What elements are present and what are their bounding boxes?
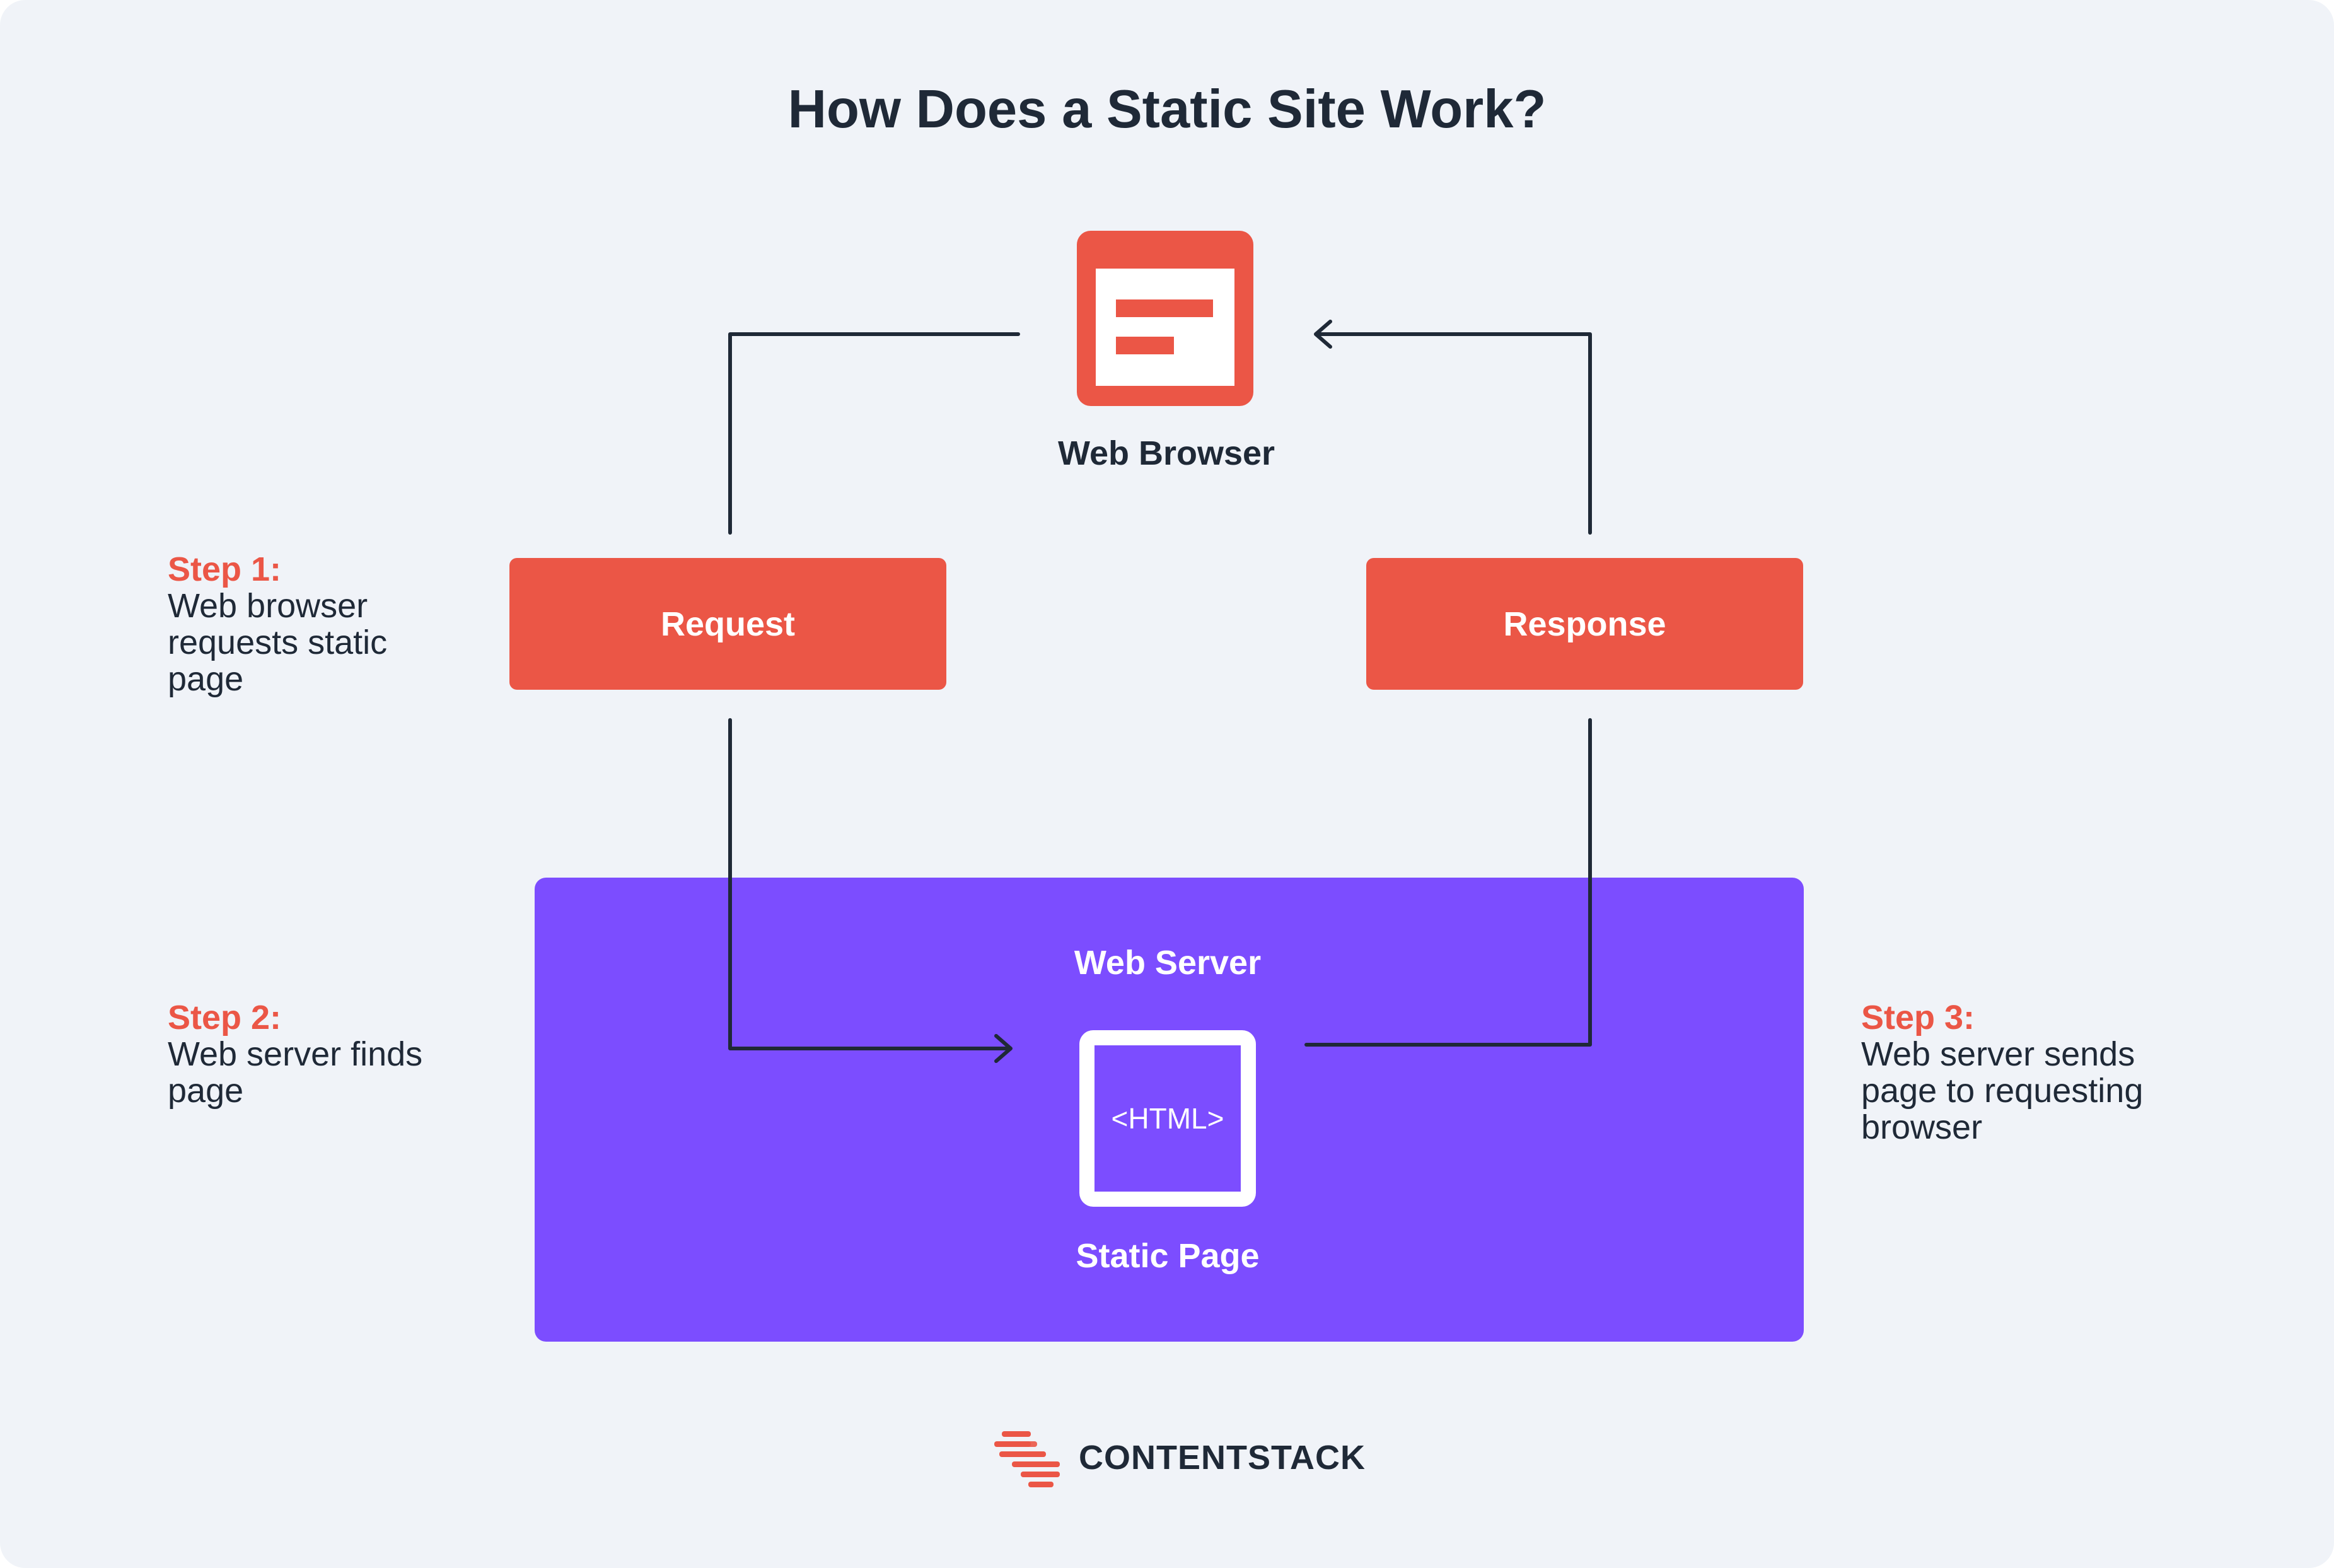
- response-box: Response: [1366, 558, 1803, 690]
- request-label: Request: [660, 605, 796, 643]
- contentstack-logo: CONTENTSTACK: [993, 1426, 1366, 1489]
- step-3-annotation: Step 3: Web server sends page to request…: [1861, 999, 2189, 1146]
- response-arrowhead: [1314, 320, 1332, 349]
- diagram-title: How Does a Static Site Work?: [787, 79, 1547, 139]
- static-page-to-response-connector-overlay: [1304, 876, 1592, 1047]
- contentstack-logo-icon: [994, 1431, 1060, 1487]
- response-to-browser-connector: [1315, 332, 1592, 535]
- browser-to-request-connector: [728, 332, 1020, 535]
- step-2-annotation: Step 2: Web server finds page: [168, 999, 464, 1109]
- browser-window-icon: [1077, 231, 1253, 406]
- contentstack-logo-text: CONTENTSTACK: [1079, 1439, 1366, 1477]
- step-2-text: Web server finds page: [168, 1035, 423, 1110]
- request-to-static-page-connector-overlay: [728, 876, 1012, 1050]
- web-server-panel: [535, 878, 1804, 1342]
- html-document-icon: <HTML>: [1079, 1030, 1256, 1207]
- static-page-label: Static Page: [1076, 1237, 1260, 1275]
- step-1-annotation: Step 1: Web browser requests static page: [168, 551, 464, 697]
- web-server-label: Web Server: [1074, 944, 1262, 982]
- step-3-text: Web server sends page to requesting brow…: [1861, 1035, 2144, 1146]
- step-1-heading: Step 1:: [168, 550, 282, 588]
- response-label: Response: [1503, 605, 1666, 643]
- request-box: Request: [509, 558, 946, 690]
- step-3-heading: Step 3:: [1861, 999, 1975, 1037]
- request-arrowhead-overlay: [994, 1034, 1013, 1063]
- step-1-text: Web browser requests static page: [168, 587, 388, 698]
- web-browser-label: Web Browser: [1057, 434, 1275, 472]
- step-2-heading: Step 2:: [168, 999, 282, 1037]
- html-document-text: <HTML>: [1111, 1102, 1224, 1135]
